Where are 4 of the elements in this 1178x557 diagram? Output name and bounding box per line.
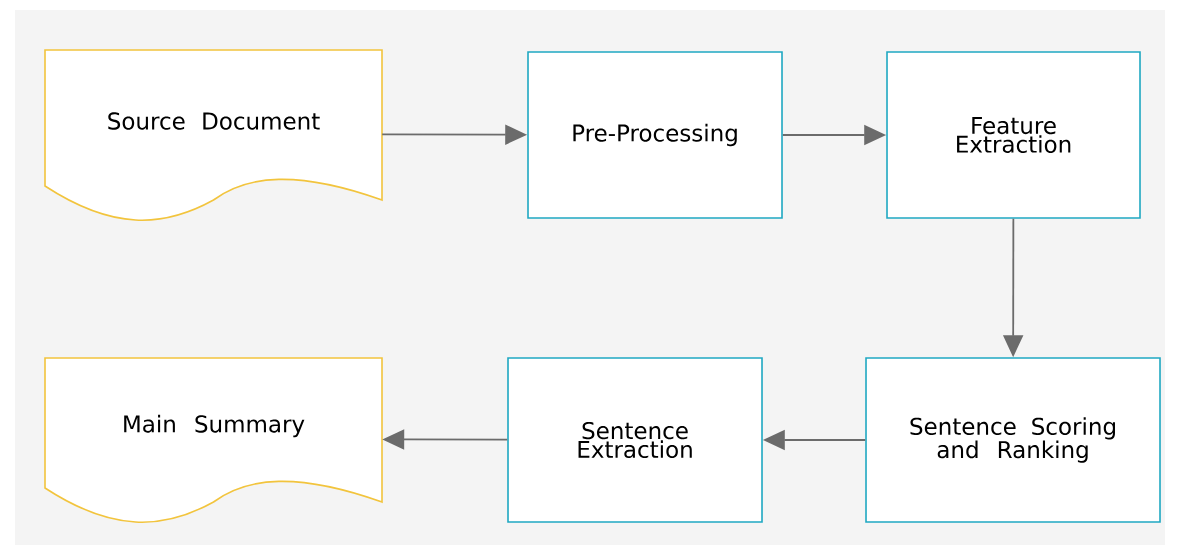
process-box: Pre-Processing <box>527 51 783 219</box>
process-box: Sentence Extraction <box>507 357 763 523</box>
process-box: Feature Extraction <box>886 51 1141 219</box>
process-box: Sentence Scoring and Ranking <box>865 357 1161 523</box>
